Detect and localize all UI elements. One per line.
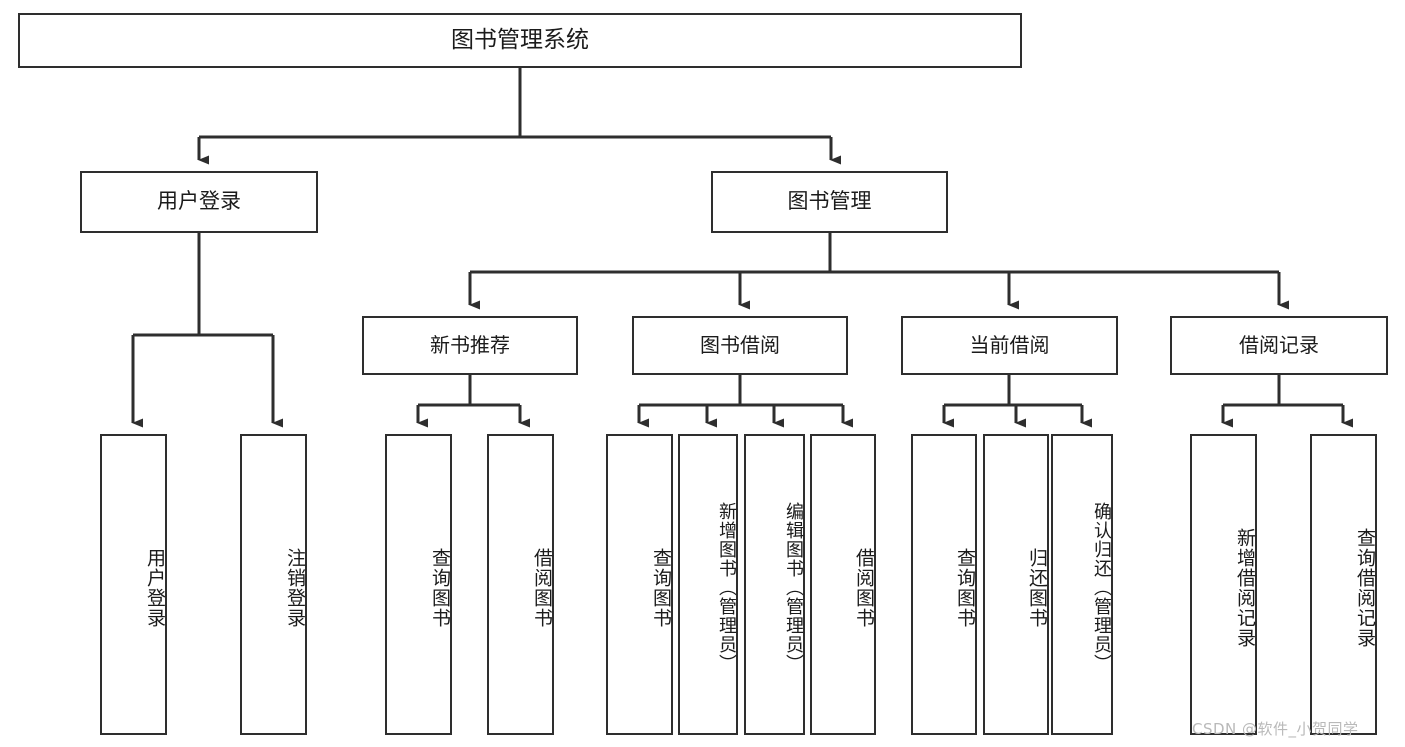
node-label: 编辑图书（管理员） xyxy=(783,502,804,673)
node-label: 确认归还（管理员） xyxy=(1091,502,1112,673)
node-root-system[interactable]: 图书管理系统 xyxy=(18,13,1022,68)
node-label: 当前借阅 xyxy=(969,333,1050,358)
node-label: 借阅记录 xyxy=(1239,333,1319,358)
node-leaf-query-book-2[interactable]: 查询图书 xyxy=(606,434,673,735)
node-leaf-borrow-book-2[interactable]: 借阅图书 xyxy=(810,434,876,735)
node-label: 查询借阅记录 xyxy=(1354,527,1376,648)
node-user-login[interactable]: 用户登录 xyxy=(80,171,318,233)
node-label: 借阅图书 xyxy=(531,547,553,628)
node-leaf-edit-book[interactable]: 编辑图书（管理员） xyxy=(744,434,805,735)
node-label: 借阅图书 xyxy=(853,547,875,628)
node-label: 查询图书 xyxy=(429,547,451,628)
node-label: 用户登录 xyxy=(144,547,166,628)
watermark-credit: CSDN @软件_小贺同学 xyxy=(1192,720,1359,738)
node-leaf-query-book-3[interactable]: 查询图书 xyxy=(911,434,977,735)
node-leaf-user-login[interactable]: 用户登录 xyxy=(100,434,167,735)
node-leaf-query-record[interactable]: 查询借阅记录 xyxy=(1310,434,1377,735)
node-leaf-add-record[interactable]: 新增借阅记录 xyxy=(1190,434,1257,735)
node-leaf-logout[interactable]: 注销登录 xyxy=(240,434,307,735)
node-new-book-recommend[interactable]: 新书推荐 xyxy=(362,316,578,375)
node-leaf-query-book-1[interactable]: 查询图书 xyxy=(385,434,452,735)
node-label: 新书推荐 xyxy=(430,333,510,358)
node-label: 图书借阅 xyxy=(700,333,780,358)
node-current-borrow[interactable]: 当前借阅 xyxy=(901,316,1118,375)
node-label: 查询图书 xyxy=(954,547,976,628)
node-label: 图书管理系统 xyxy=(451,26,589,53)
node-leaf-borrow-book-1[interactable]: 借阅图书 xyxy=(487,434,554,735)
node-label: 归还图书 xyxy=(1026,547,1048,628)
node-borrow-record[interactable]: 借阅记录 xyxy=(1170,316,1388,375)
node-label: 新增借阅记录 xyxy=(1234,527,1256,648)
node-label: 新增图书（管理员） xyxy=(716,502,737,673)
node-leaf-add-book[interactable]: 新增图书（管理员） xyxy=(678,434,738,735)
node-book-borrow[interactable]: 图书借阅 xyxy=(632,316,848,375)
node-label: 注销登录 xyxy=(284,547,306,628)
node-label: 查询图书 xyxy=(650,547,672,628)
node-leaf-confirm-return[interactable]: 确认归还（管理员） xyxy=(1051,434,1113,735)
node-label: 用户登录 xyxy=(157,189,241,214)
node-leaf-return-book[interactable]: 归还图书 xyxy=(983,434,1049,735)
node-label: 图书管理 xyxy=(787,189,872,214)
node-book-manage[interactable]: 图书管理 xyxy=(711,171,948,233)
